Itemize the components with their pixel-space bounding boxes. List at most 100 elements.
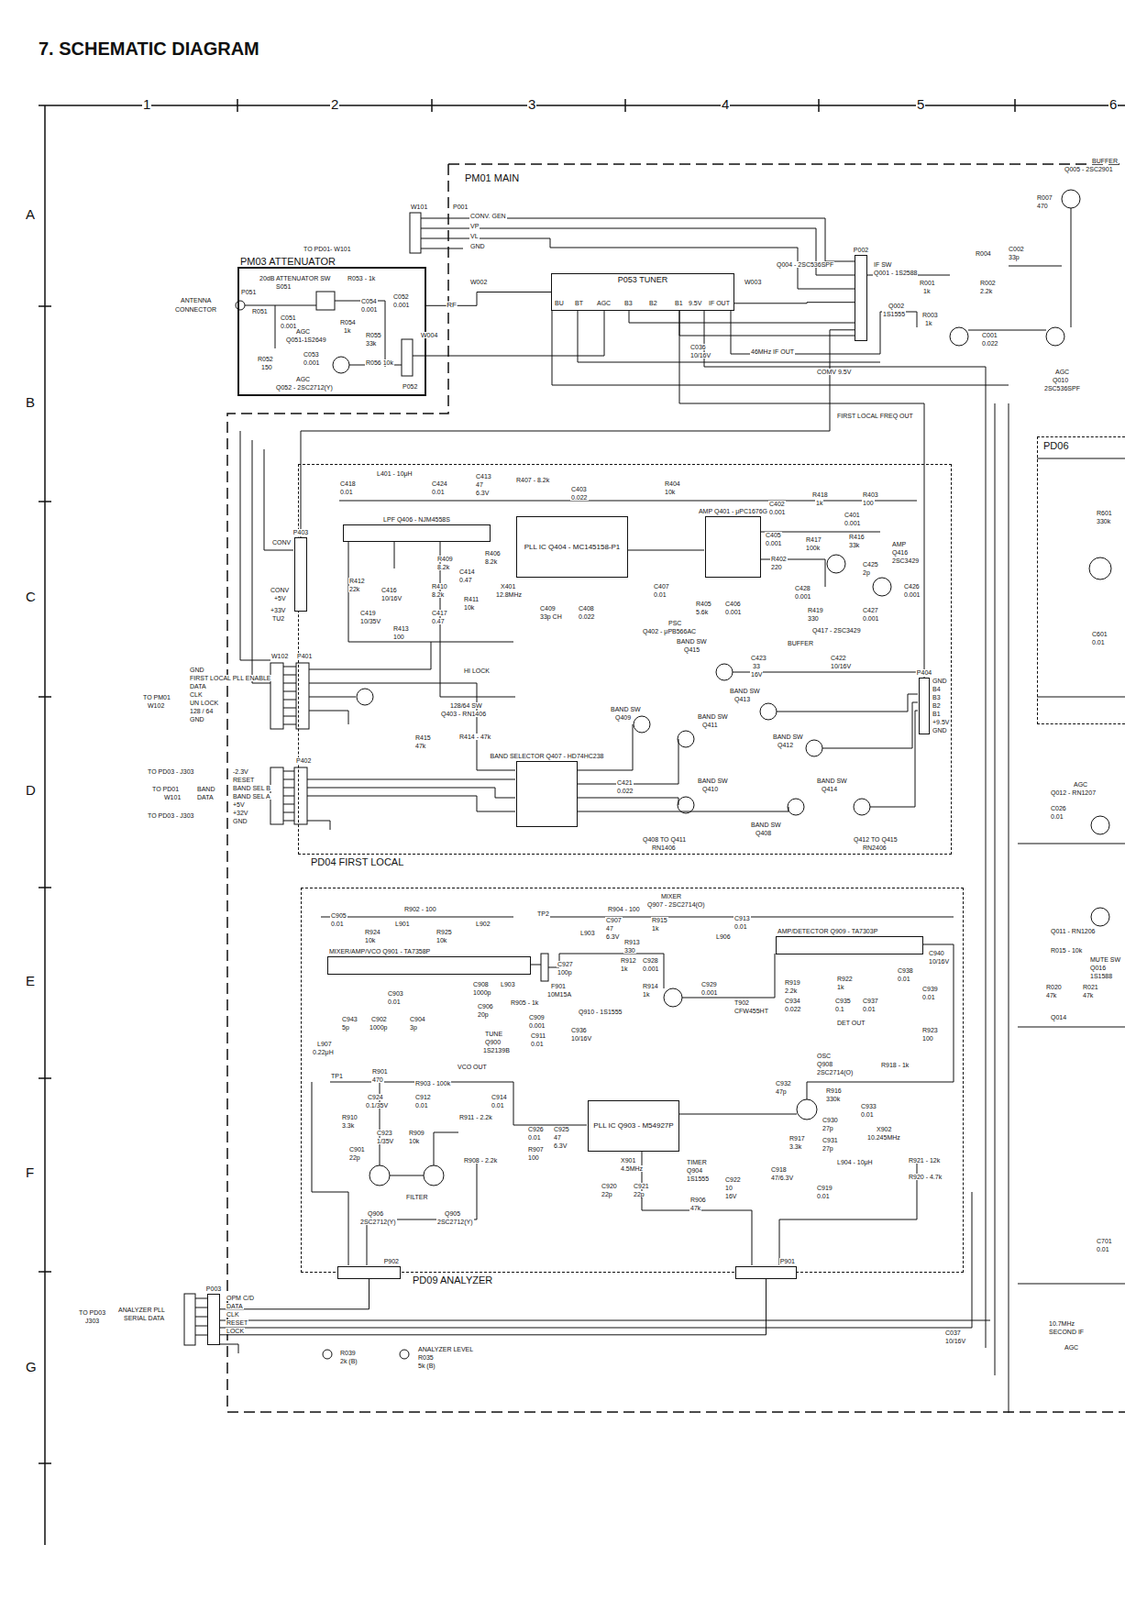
wire — [330, 1081, 587, 1176]
component-label: C938 — [896, 967, 915, 974]
component-label: 20p — [476, 1011, 490, 1018]
node-label: P404 — [915, 669, 933, 677]
component-label: C413 — [474, 473, 493, 480]
component-label: 0.022 — [616, 787, 635, 795]
component-label: 100 — [527, 1154, 541, 1161]
ic-chip: BAND SELECTOR Q407 - HD74HC238 — [516, 761, 578, 828]
component-label: C414 — [458, 568, 476, 575]
grid-reference: 4 — [720, 97, 730, 112]
node-label: P003 — [205, 1285, 222, 1293]
component-label: R920 - 4.7k — [907, 1173, 943, 1181]
component-label: 33 — [751, 662, 762, 670]
component-label: CONV — [271, 539, 292, 546]
transistor-symbol — [677, 796, 695, 814]
component-label: 128/64 SW — [449, 702, 484, 709]
node-label: PM03 ATTENUATOR — [239, 255, 337, 267]
connector-symbol — [409, 212, 421, 254]
component-label: R924 — [363, 928, 382, 936]
component-label: 128 / 64 — [188, 707, 214, 715]
component-label: C928 — [641, 957, 660, 964]
component-label: C424 — [430, 480, 449, 487]
component-label: C417 — [430, 609, 449, 617]
component-label: B1 — [931, 710, 942, 717]
component-label: 5k (B) — [417, 1362, 437, 1369]
grid-reference: D — [24, 783, 37, 798]
component-label: MIXER — [660, 893, 683, 900]
component-label: 33k — [364, 340, 377, 347]
wire — [339, 500, 917, 697]
component-label: R404 — [663, 480, 682, 487]
component-label: BAND SW — [696, 777, 729, 784]
component-label: C425 — [861, 561, 880, 568]
component-label: 10.245MHz — [866, 1134, 902, 1141]
component-label: C907 — [605, 916, 623, 924]
transistor-symbol — [827, 554, 846, 574]
component-label: R921 - 12k — [907, 1157, 941, 1164]
component-label: TO PD03 — [77, 1309, 107, 1316]
wire — [1017, 458, 1125, 1284]
component-label: 3.3k — [341, 1122, 355, 1129]
component-label: R903 - 100k — [414, 1080, 452, 1087]
board-outline: PM03 ATTENUATOR — [237, 266, 427, 397]
component-label: 1k — [836, 983, 845, 991]
component-label: Q010 — [1051, 376, 1070, 384]
component-label: 33k — [848, 541, 861, 549]
component-label: 10.7MHz — [1047, 1320, 1076, 1327]
component-label: 10/35V — [359, 617, 382, 625]
connector-symbol — [270, 767, 284, 825]
diagram-title: 7. SCHEMATIC DIAGRAM — [38, 38, 260, 60]
component-label: BUFFER — [786, 639, 815, 647]
component-label: BUFFER — [1091, 157, 1119, 165]
component-label: AGC — [1054, 368, 1070, 375]
component-label: +32V — [231, 809, 250, 817]
component-label: 0.01 — [1091, 639, 1106, 646]
component-label: C026 — [1049, 805, 1068, 812]
component-label: 12.8MHz — [495, 591, 523, 598]
component-label: GND — [188, 666, 206, 673]
component-label: 100 — [861, 499, 875, 507]
component-label: C408 — [577, 605, 596, 612]
component-label: R407 - 8.2k — [515, 476, 551, 484]
node-label: PD04 FIRST LOCAL — [309, 856, 405, 868]
component-label: 0.01 — [861, 1005, 877, 1013]
component-label: 3p — [408, 1024, 419, 1031]
grid-reference: 6 — [1108, 97, 1118, 112]
wire — [307, 779, 516, 830]
component-label: W102 — [146, 702, 166, 709]
component-label: Q051-1S2649 — [285, 336, 328, 343]
component-label: C924 — [366, 1093, 385, 1101]
component-label: R020 — [1045, 983, 1063, 991]
component-label: OPM C/D — [225, 1294, 255, 1302]
component-label: R918 - 1k — [880, 1061, 910, 1069]
component-label: 27p — [821, 1125, 835, 1132]
grid-reference: 2 — [330, 97, 340, 112]
wire — [308, 641, 516, 771]
component-label: BAND SW — [750, 821, 783, 828]
node-label: P403 — [292, 529, 309, 537]
component-label: SECOND IF — [1047, 1328, 1085, 1335]
component-label: 330 — [806, 615, 820, 622]
component-label: R403 — [861, 491, 880, 498]
component-label: R409 — [436, 555, 454, 563]
component-label: 10/16V — [944, 1337, 967, 1345]
grid-reference: 5 — [915, 97, 926, 112]
component-label: 0.001 — [302, 359, 321, 366]
component-label: AMP — [891, 540, 907, 548]
transistor-symbol — [805, 739, 823, 757]
transistor-symbol — [399, 1349, 409, 1359]
component-label: R410 — [430, 583, 449, 590]
wire — [867, 208, 1071, 331]
component-label: 0.01 — [816, 1192, 831, 1200]
component-label: R904 - 100 — [606, 905, 641, 913]
component-label: C905 — [330, 912, 348, 919]
component-label: C923 — [375, 1129, 394, 1137]
component-label: 330k — [1095, 518, 1112, 525]
wire — [551, 310, 1009, 386]
component-label: C934 — [783, 997, 802, 1004]
component-label: C418 — [339, 480, 357, 487]
wire — [283, 666, 297, 725]
connector: P901 — [735, 1266, 797, 1280]
component-label: W101 — [163, 794, 182, 801]
component-label: 2SC536SPF — [1043, 385, 1081, 392]
component-label: 0.022 — [783, 1005, 803, 1013]
